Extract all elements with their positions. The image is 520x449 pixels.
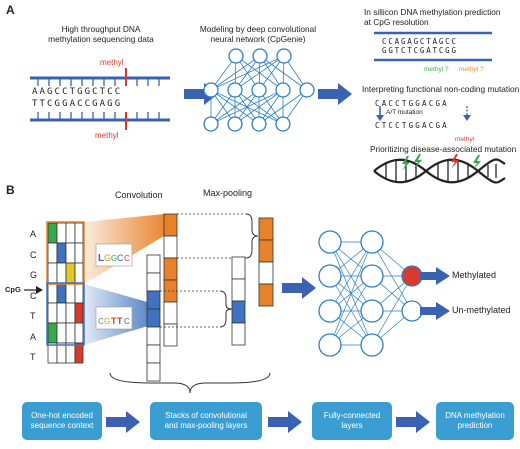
model-caption-line1: Modeling by deep convolutional [199, 24, 317, 34]
flow-box-line: DNA methylation [445, 411, 505, 420]
task1-top-sequence: CCAGAGCTAGCC [382, 37, 458, 46]
svg-text:L: L [98, 253, 104, 264]
convolution-label: Convolution [115, 190, 163, 200]
model-caption-line2: neural network (CpGenie) [210, 34, 306, 44]
arrow-right-icon [318, 83, 352, 105]
cpg-arrow-icon [24, 286, 43, 294]
flow-box-line: layers [341, 421, 363, 430]
mutation-arrow-icon [376, 106, 384, 121]
flow-box-line: and max-pooling layers [164, 421, 248, 430]
arrow-right-icon [420, 267, 450, 285]
flow-box-line: One-hot encoded [31, 411, 93, 420]
sequence-letter: G [30, 270, 38, 280]
methyl-dashed-arrow-icon [463, 106, 471, 121]
small-neural-network-icon [203, 48, 315, 132]
task2-bottom-sequence: CTCCTGGACGA [375, 121, 449, 130]
flow-box-line: Fully-connected [323, 411, 381, 420]
flow-box-line: Stacks of convolutional [165, 411, 247, 420]
task2-top-sequence: CACCTGGACGA [375, 99, 449, 108]
task1-title-line1: In sillicon DNA methylation prediction [364, 7, 501, 17]
task3-title: Prioritizing disease-associated mutation [370, 144, 517, 154]
task1-title-line2: at CpG resolution [364, 17, 429, 27]
sequence-letter: C [30, 249, 37, 260]
model-caption: Modeling by deep convolutional neural ne… [188, 24, 328, 44]
svg-text:G: G [111, 254, 117, 263]
sequence-letter: A [30, 229, 37, 239]
sequence-letter: C [30, 290, 37, 301]
task1-dna-strand [374, 31, 492, 62]
svg-text:G: G [104, 253, 111, 263]
sequence-letter: T [30, 311, 36, 321]
methyl-bottom-label: methyl [95, 131, 119, 140]
dna-strand-drawing [30, 68, 170, 130]
output-methylated: Methylated [452, 270, 497, 280]
svg-text:C: C [117, 253, 124, 263]
task2-methyl-label: methyl [455, 136, 475, 143]
mutation-label: A/T mutation [386, 109, 423, 116]
task2-title: Interpreting functional non-coding mutat… [362, 84, 520, 94]
sequence-letter: A [30, 331, 37, 342]
task1-bottom-sequence: GGTCTCGATCGG [382, 46, 458, 55]
dense-neural-network-icon [318, 230, 423, 357]
arrow-right-icon [420, 302, 450, 320]
task1-methyl-orange: methyl ? [459, 66, 484, 73]
panel-a-label: A [6, 3, 15, 17]
input-data-caption: High throughput DNA methylation sequenci… [26, 24, 176, 44]
task1-methyl-green: methyl ? [424, 66, 449, 73]
maxpooling-label: Max-pooling [203, 188, 253, 198]
sequence-letter: T [30, 352, 36, 362]
input-caption-line2: methylation sequencing data [48, 34, 154, 44]
dna-top-sequence: AAGCCTGGCTCC [32, 87, 123, 97]
svg-text:C: C [124, 254, 130, 263]
panel-b-label: B [6, 183, 15, 197]
input-caption-line1: High throughput DNA [61, 24, 141, 34]
svg-text:T: T [111, 316, 117, 326]
output-unmethylated: Un-methylated [452, 305, 511, 315]
flow-box-line: sequence context [30, 421, 94, 430]
svg-text:T: T [117, 316, 123, 326]
flow-box-line: prediction [457, 421, 493, 430]
arrow-right-icon [282, 277, 316, 299]
dna-methylation-strand-figure [26, 58, 176, 138]
svg-text:C: C [98, 317, 104, 326]
svg-text:G: G [104, 317, 110, 326]
cpg-label: CpG [5, 285, 21, 294]
dna-helix-icon [373, 154, 506, 184]
arrow-right-icon [396, 411, 430, 433]
task-prediction-caption: In sillicon DNA methylation prediction a… [364, 7, 520, 27]
svg-text:C: C [124, 317, 130, 326]
dna-bottom-sequence: TTCGGACCGAGG [32, 99, 123, 109]
methyl-top-label: methyl [100, 58, 124, 67]
sequence-letters: A C G C T A T [30, 224, 37, 368]
arrow-right-icon [268, 411, 302, 433]
arrow-right-icon [106, 411, 140, 433]
